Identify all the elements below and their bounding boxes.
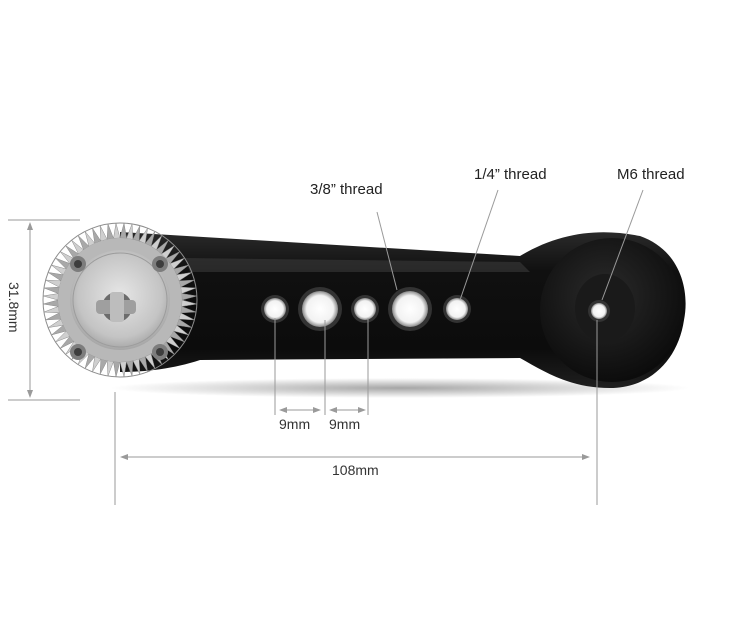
height-dimension: 31.8mm <box>6 282 22 333</box>
arrowheads <box>27 222 590 460</box>
hex-screw-icon <box>70 256 168 360</box>
label-14-thread: 1/4” thread <box>474 166 547 183</box>
thread-holes <box>261 287 610 331</box>
dimension-lines <box>8 189 644 505</box>
label-m6-thread: M6 thread <box>617 166 685 183</box>
drop-shadow <box>110 378 690 398</box>
spacing-dimension-1: 9mm <box>279 416 311 432</box>
length-dimension: 108mm <box>332 462 379 478</box>
spacing-dimension-2: 9mm <box>329 416 361 432</box>
rosette-mount-icon <box>42 222 198 378</box>
label-38-thread: 3/8” thread <box>310 181 383 198</box>
arm-bevel <box>185 258 530 272</box>
